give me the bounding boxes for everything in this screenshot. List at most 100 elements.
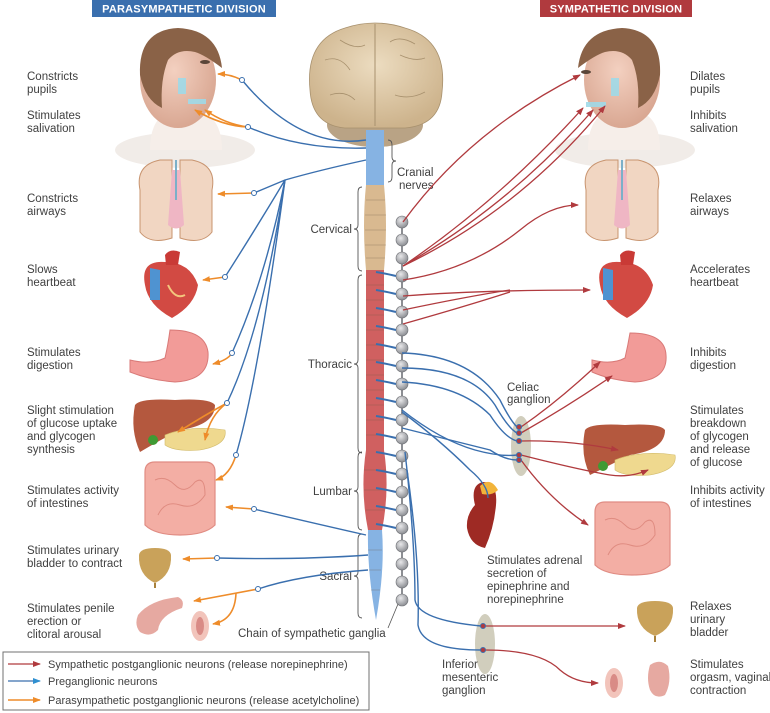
parasympathetic-effect-salivary-glands-line: salivation: [27, 123, 75, 135]
ramus-communicans: [375, 289, 397, 295]
ramus-communicans: [375, 361, 397, 367]
parasympathetic-postganglionic-neurons: [177, 71, 259, 626]
parasympathetic-effect-intestines-line: of intestines: [27, 498, 89, 510]
parasympathetic-effect-liver-pancreas-line: of glucose uptake: [27, 418, 117, 430]
celiac-ganglion: [511, 416, 531, 476]
brain-illustration: [309, 22, 444, 147]
parasympathetic-effect-lungs-line: Constricts: [27, 193, 78, 205]
cranial-nerves-label-line2: nerves: [399, 180, 434, 192]
parasympathetic-preganglionic-neurons: [216, 79, 369, 590]
ramus-communicans: [375, 433, 397, 439]
sympathetic-effect-liver-pancreas-line: and release: [690, 444, 750, 456]
chain-ganglion: [395, 431, 409, 445]
ramus-communicans: [375, 325, 397, 331]
preganglionic-stomach: [231, 179, 286, 354]
brainstem-cranial-segment: [366, 130, 384, 185]
left-face-illustration: [115, 28, 255, 168]
sympathetic-effect-salivary-glands-line: salivation: [690, 123, 738, 135]
sympathetic-effect-intestines-line: Inhibits activity: [690, 485, 765, 497]
ramus-communicans: [375, 451, 397, 457]
sympathetic-effect-bladder-line: urinary: [690, 614, 725, 626]
sympathetic-effect-lungs-line: Relaxes: [690, 193, 732, 205]
inferior-mesenteric-label-line1: Inferior: [442, 659, 478, 671]
sympathetic-effect-intestines-line: of intestines: [690, 498, 752, 510]
right-heart-icon: [599, 250, 653, 318]
chain-ganglion: [395, 377, 409, 391]
lumbar-label: Lumbar: [313, 486, 352, 498]
region-braces: [353, 139, 397, 619]
chain-ganglion: [395, 287, 409, 301]
ramus-communicans: [375, 415, 397, 421]
left-bladder-icon: [138, 548, 172, 588]
sympathetic-effect-bladder-line: bladder: [690, 627, 729, 639]
preganglionic-eye: [241, 79, 367, 142]
inferior-mesenteric-label-line2: mesenteric: [442, 672, 498, 684]
sacral-segment: [367, 530, 383, 620]
parasympathetic-effect-stomach-line: Stimulates: [27, 347, 81, 359]
ramus-communicans: [375, 343, 397, 349]
left-intestines-icon: [144, 461, 216, 536]
legend-item-sympathetic-postganglionic: Sympathetic postganglionic neurons (rele…: [8, 659, 348, 671]
left-lungs-icon: [138, 159, 214, 241]
chain-ganglion: [395, 539, 409, 553]
sympathetic-effect-genitals-line: Stimulates: [690, 659, 744, 671]
parasympathetic-effect-liver-pancreas-line: synthesis: [27, 444, 75, 456]
chain-ganglion: [395, 395, 409, 409]
chain-ganglion: [395, 251, 409, 265]
left-heart-icon: [144, 250, 198, 318]
chain-ganglia-label: Chain of sympathetic ganglia: [238, 628, 386, 640]
sympathetic-postganglionic-neurons: [402, 74, 649, 686]
ramus-communicans: [375, 487, 397, 493]
sympathetic-effect-adrenal-line: norepinephrine: [487, 594, 564, 606]
right-intestines-icon: [594, 501, 671, 576]
parasympathetic-effect-intestines-line: Stimulates activity: [27, 485, 119, 497]
inferior-mesenteric-label-line3: ganglion: [442, 685, 485, 697]
chain-ganglion: [395, 233, 409, 247]
chain-ganglion: [395, 503, 409, 517]
sympathetic-effect-liver-pancreas-line: of glycogen: [690, 431, 749, 443]
legend-label-sympathetic-postganglionic: Sympathetic postganglionic neurons (rele…: [48, 659, 348, 671]
legend-label-preganglionic: Preganglionic neurons: [48, 676, 158, 688]
parasympathetic-effect-genitals-line: erection or: [27, 616, 82, 628]
parasympathetic-effect-stomach-line: digestion: [27, 360, 73, 372]
chain-ganglion: [395, 323, 409, 337]
chain-ganglion: [395, 341, 409, 355]
adrenal-kidney-icon: [466, 481, 498, 548]
spinal-cord: [363, 130, 387, 620]
chain-ganglion: [395, 485, 409, 499]
parasympathetic-effect-bladder-line: Stimulates urinary: [27, 545, 119, 557]
chain-ganglion: [395, 593, 409, 607]
sympathetic-effect-lungs-line: airways: [690, 206, 729, 218]
celiac-ganglion-label-line1: Celiac: [507, 382, 539, 394]
left-vulva-icon: [191, 611, 209, 641]
preganglionic-liver: [226, 179, 286, 404]
sympathetic-effect-liver-pancreas-line: breakdown: [690, 418, 746, 430]
preganglionic-intestines-upper: [235, 179, 286, 456]
parasympathetic-effect-eye-line: pupils: [27, 84, 57, 96]
parasympathetic-header-text: PARASYMPATHETIC DIVISION: [102, 4, 266, 16]
ramus-communicans: [375, 397, 397, 403]
sympathetic-effect-liver-pancreas-line: of glucose: [690, 457, 742, 469]
parasympathetic-effect-bladder-line: bladder to contract: [27, 558, 123, 570]
right-vulva-icon: [605, 668, 623, 698]
chain-ganglion: [395, 467, 409, 481]
sympathetic-effect-heart-line: Accelerates: [690, 264, 750, 276]
sympathetic-effect-adrenal-line: epinephrine and: [487, 581, 570, 593]
sympathetic-effect-eye-line: Dilates: [690, 71, 725, 83]
sympathetic-preganglionic-neurons: [401, 352, 518, 651]
ramus-communicans: [375, 469, 397, 475]
